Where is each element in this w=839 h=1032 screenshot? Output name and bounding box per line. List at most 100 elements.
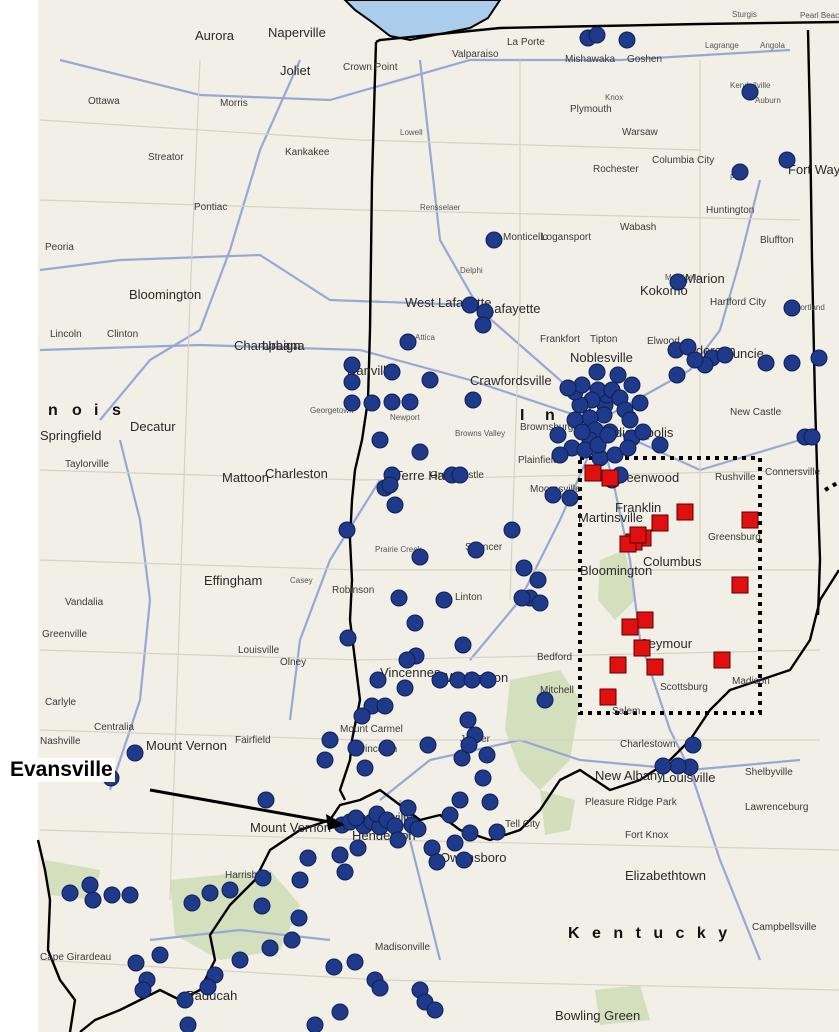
dark-blue-circle-icon (61, 884, 79, 902)
dark-blue-circle-icon (609, 366, 627, 384)
svg-text:Franklin: Franklin (615, 500, 661, 515)
svg-text:Portland: Portland (795, 303, 825, 312)
dark-blue-circle-icon (485, 231, 503, 249)
dark-blue-circle-icon (669, 757, 687, 775)
red-square-icon (633, 639, 651, 657)
svg-text:Ottawa: Ottawa (88, 96, 120, 107)
svg-text:Goshen: Goshen (627, 54, 662, 65)
red-square-icon (636, 611, 654, 629)
illinois-letter-3: i (94, 402, 107, 419)
dark-blue-circle-icon (441, 806, 459, 824)
dark-blue-circle-icon (634, 423, 652, 441)
svg-text:Carlyle: Carlyle (45, 697, 77, 708)
dark-blue-circle-icon (619, 439, 637, 457)
evansville-callout-label: Evansville (8, 758, 115, 782)
svg-text:Elizabethtown: Elizabethtown (625, 868, 706, 883)
svg-text:Noblesville: Noblesville (570, 350, 633, 365)
dark-blue-circle-icon (290, 909, 308, 927)
svg-text:Monticello: Monticello (503, 232, 548, 243)
dark-blue-circle-icon (551, 446, 569, 464)
minor-roads (39, 59, 839, 991)
dark-blue-circle-icon (731, 163, 749, 181)
dark-blue-circle-icon (179, 1016, 197, 1032)
dark-blue-circle-icon (426, 1001, 444, 1019)
svg-text:New Albany: New Albany (595, 768, 664, 783)
dark-blue-circle-icon (606, 446, 624, 464)
dark-blue-circle-icon (386, 496, 404, 514)
dark-blue-circle-icon (669, 273, 687, 291)
dark-blue-circle-icon (401, 393, 419, 411)
svg-text:Madison: Madison (732, 676, 770, 687)
svg-text:Centralia: Centralia (94, 722, 134, 733)
dark-blue-circle-icon (451, 791, 469, 809)
red-square-icon (646, 658, 664, 676)
svg-text:Pearl Beach: Pearl Beach (800, 11, 839, 20)
red-square-icon (731, 576, 749, 594)
dark-blue-circle-icon (321, 731, 339, 749)
svg-text:Crown Point: Crown Point (343, 62, 398, 73)
svg-text:Aurora: Aurora (195, 28, 235, 43)
svg-text:Rochester: Rochester (593, 164, 639, 175)
svg-text:Plainfield: Plainfield (518, 455, 559, 466)
svg-text:New Castle: New Castle (730, 407, 782, 418)
svg-text:Bloomington: Bloomington (129, 287, 201, 302)
red-square-icon (599, 688, 617, 706)
dark-blue-circle-icon (618, 31, 636, 49)
dark-blue-circle-icon (479, 671, 497, 689)
svg-text:Angola: Angola (760, 41, 785, 50)
dark-blue-circle-icon (409, 820, 427, 838)
red-square-icon (601, 469, 619, 487)
dark-blue-circle-icon (411, 443, 429, 461)
dark-blue-circle-icon (343, 394, 361, 412)
illinois-west-border (36, 839, 77, 1032)
dark-blue-circle-icon (261, 939, 279, 957)
svg-text:Marion: Marion (685, 271, 725, 286)
dark-blue-circle-icon (515, 559, 533, 577)
dark-blue-circle-icon (621, 411, 639, 429)
dark-blue-circle-icon (336, 863, 354, 881)
svg-text:Sturgis: Sturgis (732, 10, 757, 19)
red-square-icon (629, 526, 647, 544)
svg-text:Salem: Salem (612, 706, 640, 717)
dark-blue-circle-icon (536, 691, 554, 709)
svg-text:Olney: Olney (280, 657, 306, 668)
red-square-icon (584, 464, 602, 482)
dark-blue-circle-icon (349, 839, 367, 857)
svg-text:Tipton: Tipton (590, 334, 617, 345)
dark-blue-circle-icon (381, 476, 399, 494)
illinois-letter-4: s (112, 402, 130, 419)
dark-blue-circle-icon (331, 846, 349, 864)
svg-text:Warsaw: Warsaw (622, 127, 659, 138)
svg-text:Charlestown: Charlestown (620, 739, 676, 750)
dark-blue-circle-icon (183, 894, 201, 912)
svg-text:Martinsville: Martinsville (578, 510, 643, 525)
dark-blue-circle-icon (253, 897, 271, 915)
svg-text:Harrisburg: Harrisburg (225, 870, 272, 881)
dark-blue-circle-icon (389, 831, 407, 849)
dark-blue-circle-icon (741, 83, 759, 101)
dark-blue-circle-icon (399, 799, 417, 817)
dark-blue-circle-icon (390, 589, 408, 607)
dark-blue-circle-icon (347, 739, 365, 757)
dark-blue-circle-icon (231, 951, 249, 969)
svg-text:Lincoln: Lincoln (50, 329, 82, 340)
dark-blue-circle-icon (151, 946, 169, 964)
dark-blue-circle-icon (623, 376, 641, 394)
svg-text:Fort Knox: Fort Knox (625, 830, 668, 841)
svg-text:Lagrange: Lagrange (705, 41, 739, 50)
svg-text:Crawfordsville: Crawfordsville (470, 373, 552, 388)
svg-text:Lowell: Lowell (400, 128, 423, 137)
dark-blue-circle-icon (544, 486, 562, 504)
dark-blue-circle-icon (513, 589, 531, 607)
place-labels: Aurora Naperville Joliet Crown Point Val… (40, 10, 839, 1023)
dark-blue-circle-icon (651, 436, 669, 454)
indiana-michigan-border (375, 20, 839, 44)
dark-blue-circle-icon (631, 394, 649, 412)
dark-blue-circle-icon (343, 373, 361, 391)
svg-text:Tell City: Tell City (505, 819, 540, 830)
dark-blue-circle-icon (363, 394, 381, 412)
dark-blue-circle-icon (378, 739, 396, 757)
dark-blue-circle-icon (306, 1016, 324, 1032)
dark-blue-circle-icon (716, 346, 734, 364)
